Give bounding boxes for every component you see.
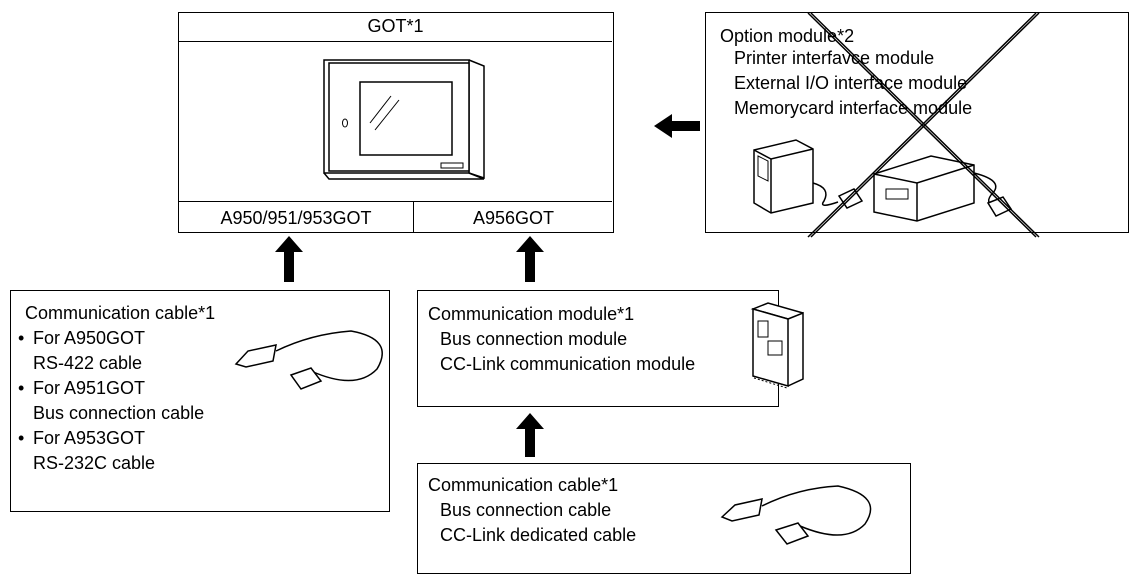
got-models-separator [413,201,414,232]
got-models-divider [179,201,612,202]
model-label-a950-951-953: A950/951/953GOT [220,208,372,228]
bullet-a953-icon: • [18,428,25,448]
cable-bottom-illustration [720,485,872,545]
comm-module-box: Communication module*1 Bus connection mo… [417,290,804,407]
arrow-left-cable-to-got [275,236,303,282]
comm-cable-bottom-bus: Bus connection cable [440,500,612,520]
bus-connection-cable-left: Bus connection cable [33,403,205,423]
comm-cable-left-box: Communication cable*1 • For A950GOT RS-4… [10,290,390,512]
rs232c-cable: RS-232C cable [33,453,156,473]
option-item-external-io: External I/O interface module [734,73,968,93]
cable-left-illustration [234,330,383,390]
for-a950got: For A950GOT [33,328,146,348]
comm-module-bus: Bus connection module [440,329,628,349]
option-item-printer: Printer interfavce module [734,48,935,68]
option-modules-illustration [753,12,1040,238]
for-a953got: For A953GOT [33,428,146,448]
for-a951got: For A951GOT [33,378,146,398]
got-title: GOT*1 [367,16,424,36]
comm-cable-bottom-box: Communication cable*1 Bus connection cab… [417,463,911,574]
arrow-cable-to-module [516,413,544,457]
bullet-a950-icon: • [18,328,25,348]
option-module-box: Option module*2 Printer interfavce modul… [705,12,1129,238]
model-label-a956: A956GOT [472,208,555,228]
comm-module-illustration [750,302,804,389]
rs422-cable: RS-422 cable [33,353,143,373]
comm-cable-bottom-cclink: CC-Link dedicated cable [440,525,637,545]
option-module-title: Option module*2 [720,26,855,46]
comm-module-cclink: CC-Link communication module [440,354,696,374]
comm-cable-bottom-title: Communication cable*1 [428,475,619,495]
arrow-option-to-got [654,114,700,138]
arrow-module-to-got [516,236,544,282]
got-terminal-illustration [323,59,485,180]
got-title-divider [179,41,612,42]
got-box: GOT*1 A950/951/953GOT A956GOT [178,12,614,233]
bullet-a951-icon: • [18,378,25,398]
comm-cable-left-title: Communication cable*1 [25,303,216,323]
comm-module-title: Communication module*1 [428,304,635,324]
